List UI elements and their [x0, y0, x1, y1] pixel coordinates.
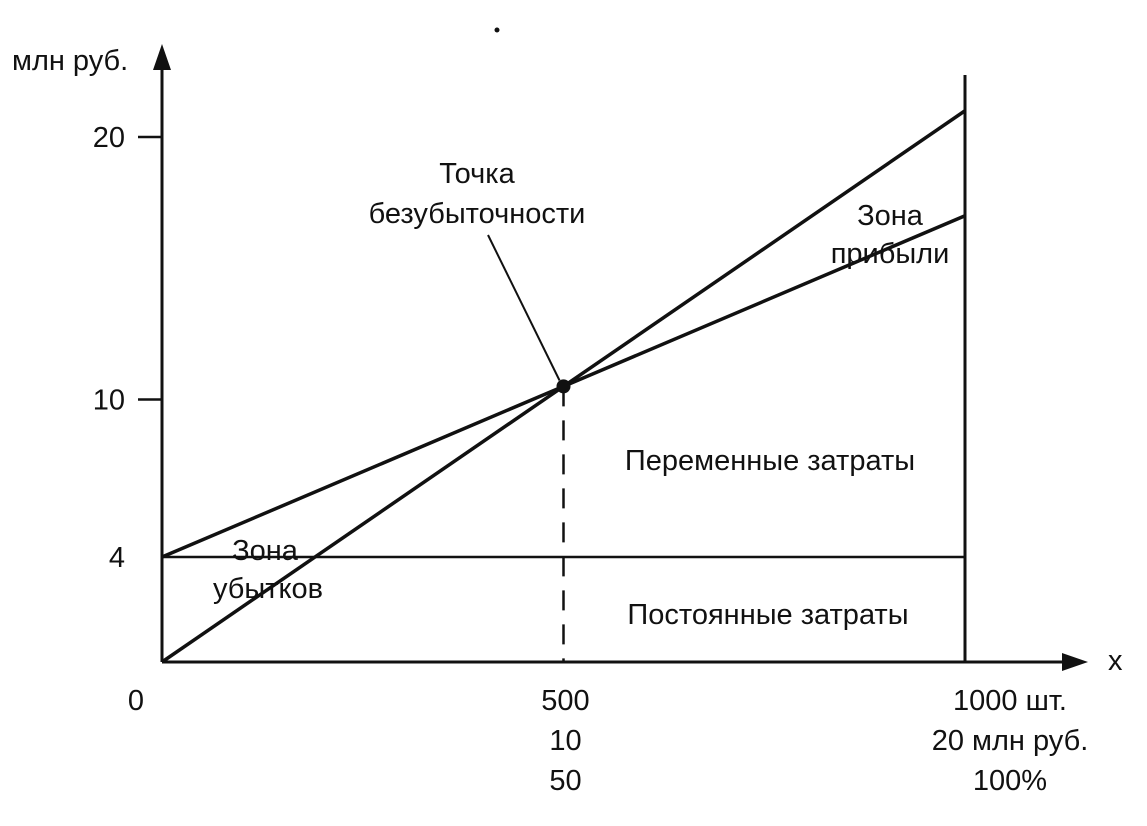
x-tick-label: 10	[549, 725, 581, 757]
break-even-label: безубыточности	[369, 198, 586, 230]
y-axis-arrow	[153, 44, 171, 70]
loss-zone-label: убытков	[213, 573, 323, 605]
break-even-point	[556, 379, 571, 394]
x-origin-label: 0	[128, 685, 144, 717]
profit-zone-label: прибыли	[831, 238, 950, 270]
x-tick-label: 50	[549, 765, 581, 797]
y-tick-label: 10	[93, 385, 125, 417]
y-axis-label: млн руб.	[12, 45, 128, 77]
plot-area: млн руб. x 20 10 4 0 500 10 50 1000 шт. 20 млн руб…	[12, 27, 1123, 797]
y-tick-label: 20	[93, 122, 125, 154]
x-tick-label: 500	[541, 685, 589, 717]
x-tick-label: 100%	[973, 765, 1047, 797]
break-even-label: Точка	[439, 158, 515, 190]
decorative-dot	[494, 27, 500, 33]
x-axis-label: x	[1108, 645, 1123, 677]
break-even-pointer-line	[487, 234, 561, 381]
variable-costs-label: Переменные затраты	[625, 445, 915, 477]
x-tick-label: 1000 шт.	[953, 685, 1067, 717]
x-tick-label: 20 млн руб.	[932, 725, 1089, 757]
profit-zone-label: Зона	[857, 200, 924, 232]
x-axis-arrow	[1062, 653, 1088, 671]
loss-zone-label: Зона	[232, 535, 299, 567]
y-tick-label: 4	[109, 542, 125, 574]
fixed-costs-label: Постоянные затраты	[627, 599, 908, 631]
